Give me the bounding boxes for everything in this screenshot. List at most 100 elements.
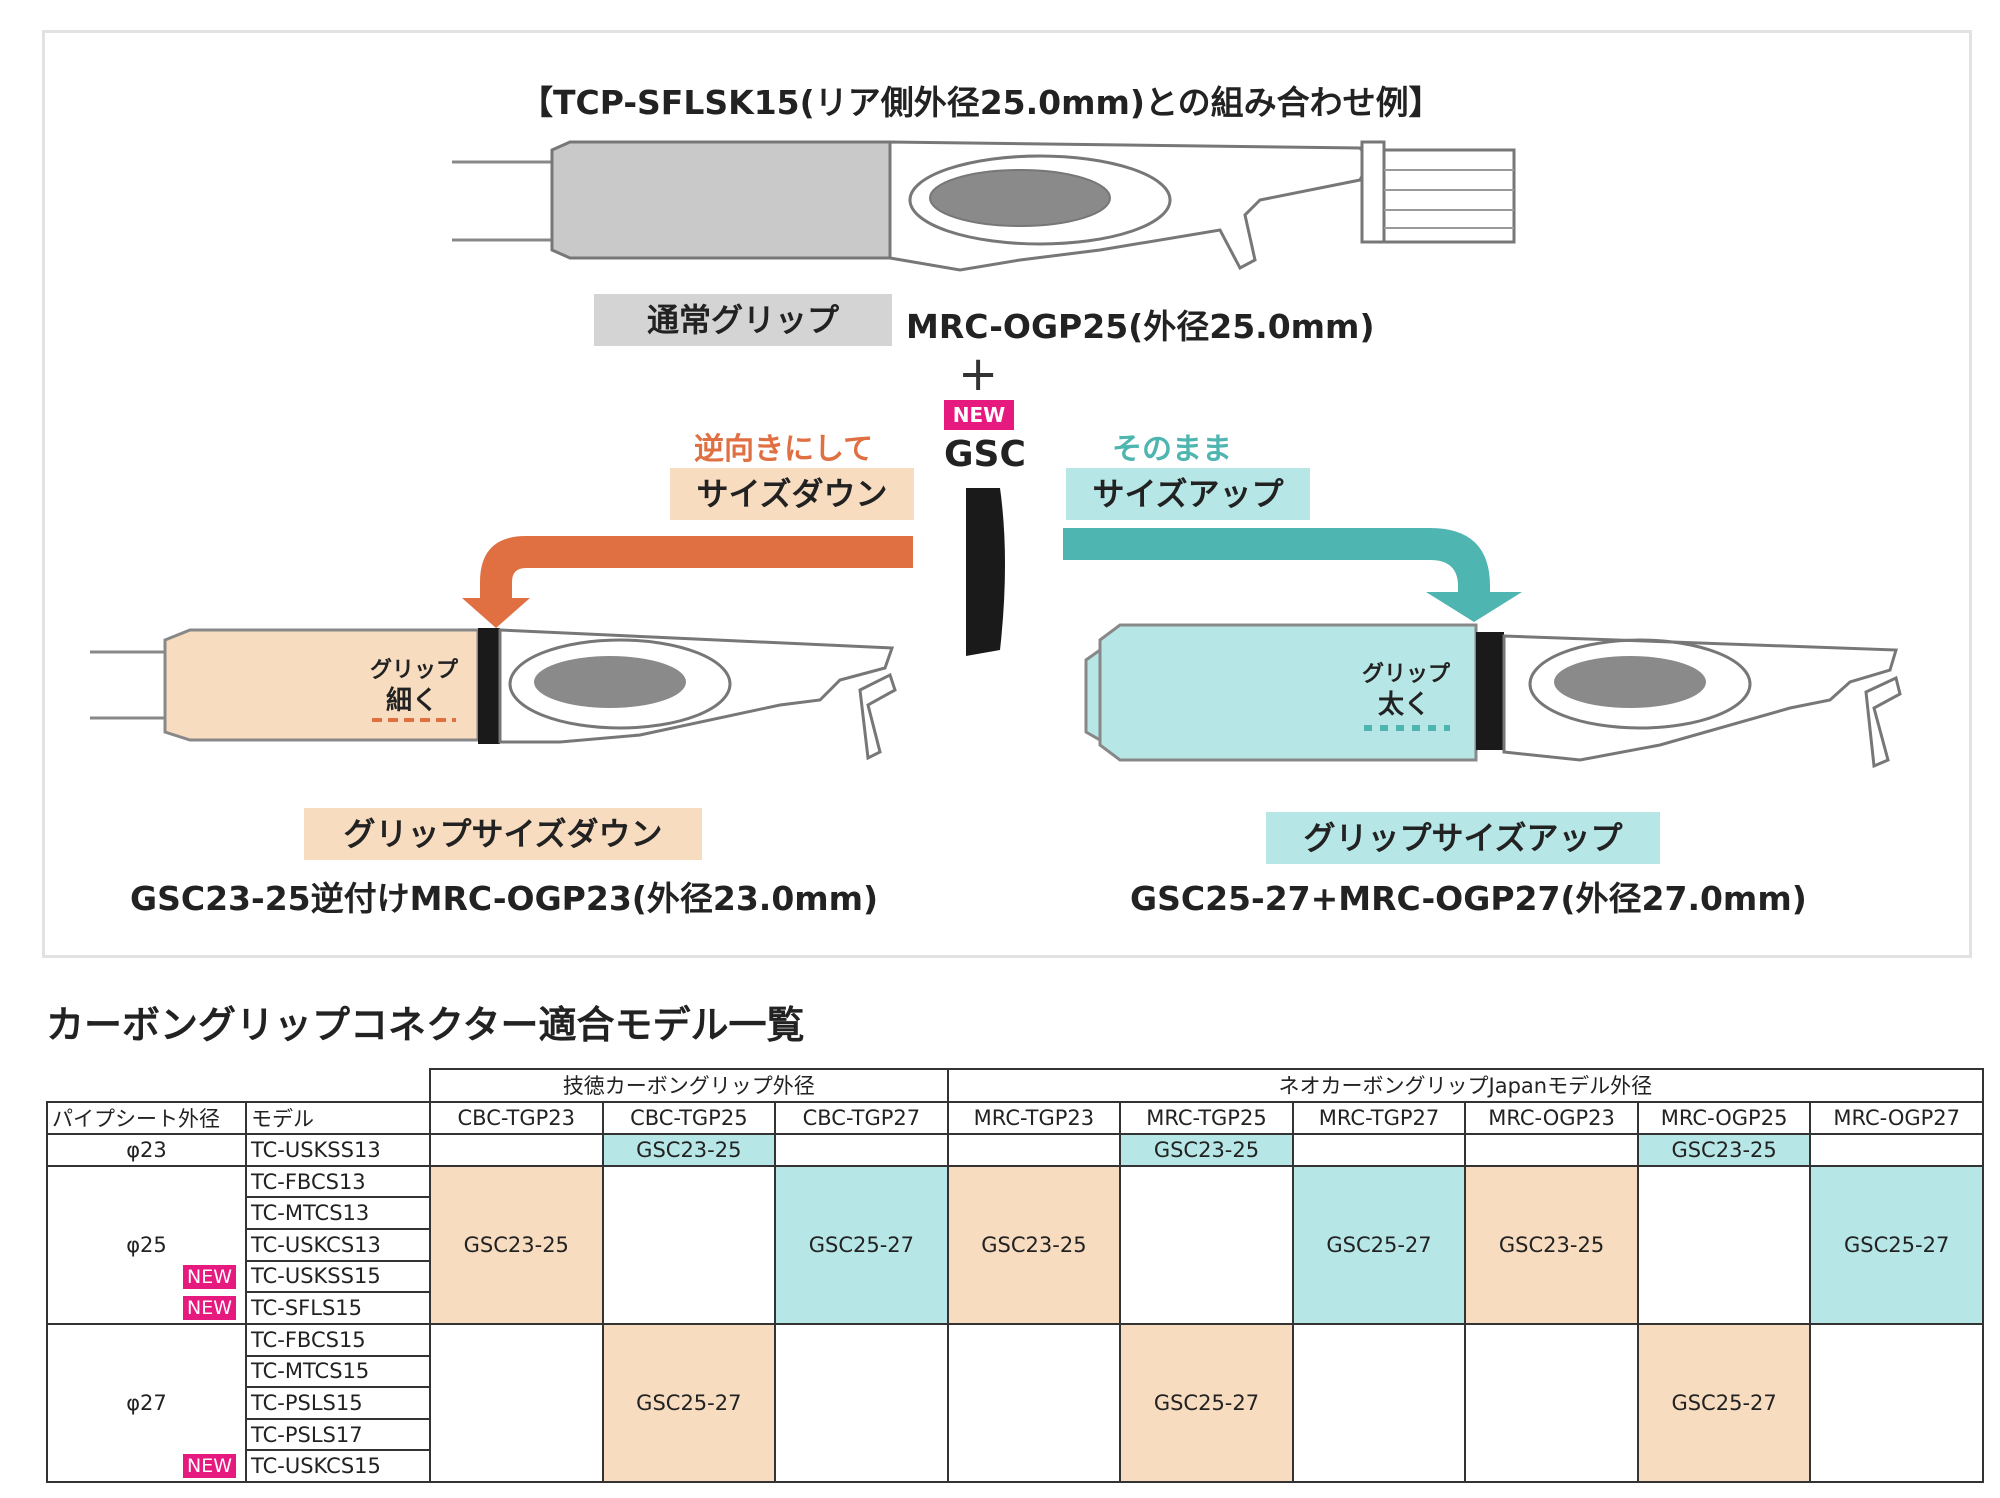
- model-name: TC-MTCS13: [251, 1201, 370, 1226]
- model-name: TC-FBCS15: [251, 1327, 366, 1352]
- table-row: TC-PSLS17: [47, 1417, 1983, 1452]
- thicker-grip-illustration: [1084, 623, 1902, 769]
- new-tag: NEW: [183, 1454, 237, 1479]
- compat-cell: GSC25-27: [601, 1322, 777, 1484]
- grip-size-down-combo: GSC23-25逆付けMRC-OGP23(外径23.0mm): [130, 879, 879, 918]
- diameter-cell: φ23: [46, 1133, 247, 1167]
- size-up-badge: サイズアップ: [1066, 468, 1310, 520]
- column-header-row: パイプシート外径 モデル CBC-TGP23 CBC-TGP25 CBC-TGP…: [46, 1100, 1984, 1136]
- model-cell: TC-PSLS15: [245, 1386, 431, 1420]
- new-badge: NEW: [944, 400, 1014, 430]
- model-cell: TC-MTCS15: [245, 1354, 431, 1389]
- new-tag: NEW: [183, 1296, 237, 1321]
- compat-cell: GSC25-27: [1119, 1322, 1294, 1484]
- size-down-arrow: [462, 536, 913, 628]
- model-name: TC-PSLS15: [251, 1390, 363, 1415]
- table-row: TC-MTCS13: [47, 1196, 1983, 1231]
- model-cell: NEW TC-USKSS15: [183, 1259, 431, 1294]
- col-header: CBC-TGP23: [429, 1100, 604, 1136]
- model-cell: TC-PSLS17: [245, 1417, 431, 1452]
- col-header: MRC-OGP25: [1636, 1100, 1812, 1136]
- model-name: TC-PSLS17: [251, 1422, 363, 1447]
- compat-cell: GSC25-27: [1809, 1164, 1984, 1325]
- compat-cell: GSC25-27: [1291, 1164, 1467, 1325]
- pipe-seat-header: パイプシート外径: [46, 1100, 247, 1136]
- compat-cell: [429, 1133, 604, 1167]
- plus-sign: +: [958, 346, 999, 402]
- compat-cell: [1636, 1164, 1812, 1325]
- compat-cell: [774, 1322, 949, 1484]
- compat-cell: GSC23-25: [1119, 1133, 1294, 1167]
- model-cell: TC-MTCS13: [245, 1196, 431, 1231]
- compat-cell: [1119, 1164, 1294, 1325]
- table-row: NEW TC-USKCS15: [47, 1449, 1983, 1483]
- compat-cell: GSC23-25: [601, 1133, 777, 1167]
- compat-cell: [774, 1133, 949, 1167]
- compat-cell: [1291, 1133, 1467, 1167]
- model-name: TC-USKSS15: [251, 1264, 381, 1289]
- grip-size-up-badge: グリップサイズアップ: [1266, 812, 1660, 864]
- compat-cell: [1809, 1322, 1984, 1484]
- col-header: MRC-TGP23: [946, 1100, 1122, 1136]
- new-tag: NEW: [183, 1264, 237, 1289]
- compat-cell: [1464, 1133, 1639, 1167]
- combo-title: 【TCP-SFLSK15(リア側外径25.0mm)との組み合わせ例】: [520, 83, 1442, 122]
- thicker-label-line1: グリップ: [1362, 662, 1451, 687]
- section-title: カーボングリップコネクター適合モデル一覧: [46, 1003, 805, 1047]
- model-name: TC-MTCS15: [251, 1359, 370, 1384]
- compat-cell: GSC23-25: [1464, 1164, 1639, 1325]
- size-down-badge: サイズダウン: [670, 468, 914, 520]
- model-name: TC-USKCS15: [251, 1454, 381, 1479]
- model-cell: NEW TC-USKCS15: [183, 1449, 431, 1483]
- reverse-caption: 逆向きにして: [694, 432, 874, 467]
- table-row: φ23 TC-USKSS13 GSC23-25 GSC23-25 GSC23-2…: [46, 1133, 1984, 1167]
- compat-cell: [601, 1164, 777, 1325]
- model-name: TC-USKCS13: [251, 1232, 381, 1257]
- group-header-row: 技徳カーボングリップ外径 ネオカーボングリップJapanモデル外径: [47, 1068, 1985, 1103]
- model-name: TC-USKSS13: [251, 1138, 381, 1163]
- thicker-label-line2: 太く: [1378, 690, 1431, 720]
- table-row: NEW TC-SFLS15: [47, 1291, 1983, 1325]
- table-row: φ27 TC-FBCS15 GSC25-27 GSC25-27 GSC25-27: [46, 1322, 1984, 1484]
- group-header-gitoku: 技徳カーボングリップ外径: [429, 1068, 949, 1103]
- thinner-label-line2: 細く: [386, 686, 439, 716]
- col-header: MRC-TGP25: [1119, 1100, 1294, 1136]
- as-is-caption: そのまま: [1112, 432, 1232, 467]
- model-name: TC-FBCS13: [251, 1169, 366, 1194]
- compat-cell: [946, 1133, 1122, 1167]
- size-up-arrow: [1063, 528, 1522, 622]
- col-header: CBC-TGP27: [774, 1100, 949, 1136]
- compat-cell: GSC23-25: [429, 1164, 604, 1325]
- grip-size-down-badge: グリップサイズダウン: [304, 808, 702, 860]
- compatibility-table: 技徳カーボングリップ外径 ネオカーボングリップJapanモデル外径 パイプシート…: [46, 1068, 1985, 1484]
- gsc-label: GSC: [944, 434, 1026, 475]
- table-row: NEW TC-USKSS15: [47, 1259, 1983, 1294]
- model-cell: TC-FBCS13: [245, 1164, 431, 1199]
- compat-cell: GSC25-27: [1636, 1322, 1812, 1484]
- gsc-part-icon: [966, 488, 1005, 656]
- compat-cell: [1291, 1322, 1467, 1484]
- model-header: モデル: [245, 1100, 431, 1136]
- col-header: MRC-TGP27: [1291, 1100, 1467, 1136]
- normal-grip-model: MRC-OGP25(外径25.0mm): [906, 307, 1375, 346]
- compat-cell: GSC25-27: [774, 1164, 949, 1325]
- compat-cell: GSC23-25: [946, 1164, 1122, 1325]
- compat-cell: [429, 1322, 604, 1484]
- compat-cell: [946, 1322, 1122, 1484]
- grip-illustrations: [90, 140, 1902, 769]
- col-header: CBC-TGP25: [601, 1100, 777, 1136]
- model-name: TC-SFLS15: [251, 1296, 362, 1321]
- col-header: MRC-OGP27: [1809, 1100, 1984, 1136]
- group-header-neo-japan: ネオカーボングリップJapanモデル外径: [946, 1068, 1985, 1103]
- table-row: TC-MTCS15: [47, 1354, 1983, 1389]
- table-row: φ25 TC-FBCS13 GSC23-25 GSC25-27 GSC23-25…: [46, 1164, 1984, 1325]
- table-row: TC-USKCS13: [47, 1228, 1983, 1262]
- compat-cell: [1809, 1133, 1984, 1167]
- model-cell: TC-USKCS13: [245, 1228, 431, 1262]
- thinner-label-line1: グリップ: [370, 658, 459, 683]
- model-cell: NEW TC-SFLS15: [183, 1291, 431, 1325]
- thinner-grip-illustration: [90, 628, 897, 761]
- grip-size-up-combo: GSC25-27+MRC-OGP27(外径27.0mm): [1130, 879, 1807, 918]
- model-cell: TC-USKSS13: [245, 1133, 431, 1167]
- model-cell: TC-FBCS15: [245, 1322, 431, 1357]
